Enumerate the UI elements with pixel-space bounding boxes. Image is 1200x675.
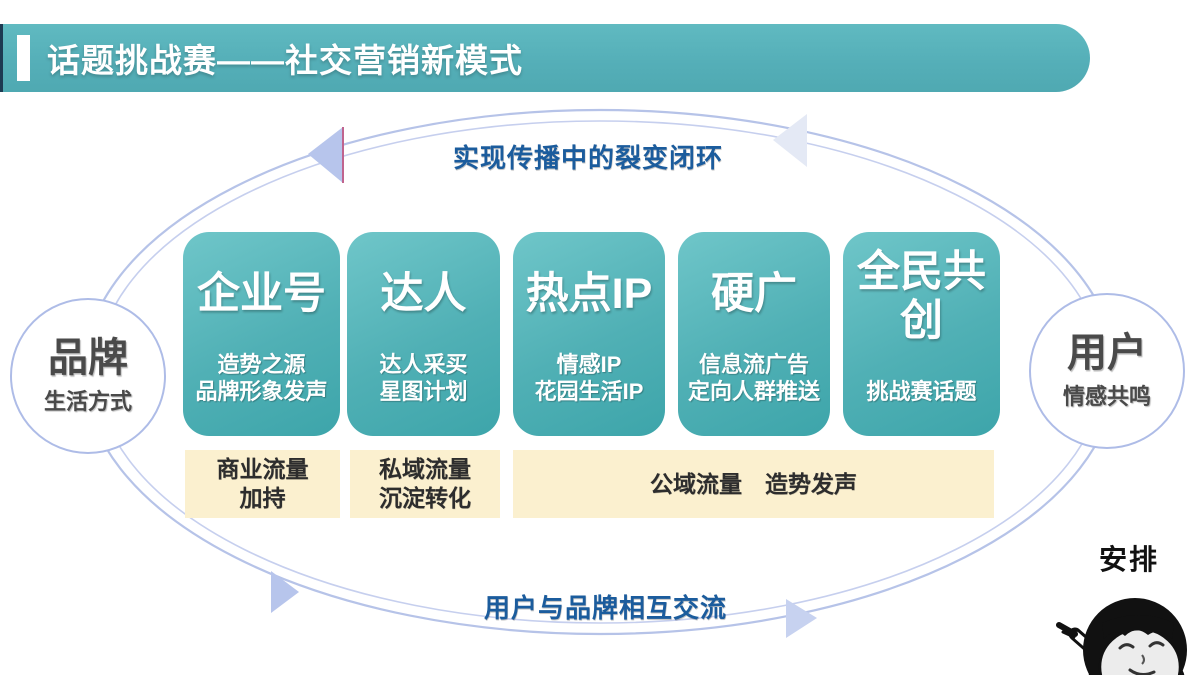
meme-caption: 安排 — [1099, 544, 1160, 575]
channel-title-wrap: 硬广 — [711, 238, 797, 352]
traffic-band-commercial: 商业流量 加持 — [185, 450, 340, 518]
channel-subtitle: 造势之源 品牌形象发声 — [195, 352, 327, 406]
channel-title-wrap: 热点IP — [526, 238, 653, 352]
brand-node-subtitle: 生活方式 — [43, 388, 132, 414]
channel-subtitle-line: 星图计划 — [379, 379, 468, 405]
channel-subtitle-line: 定向人群推送 — [687, 379, 820, 405]
channel-title: 硬广 — [711, 270, 797, 319]
user-node-subtitle: 情感共鸣 — [1062, 383, 1151, 409]
page-title: 话题挑战赛——社交营销新模式 — [47, 42, 523, 79]
channel-card-enterprise: 企业号 造势之源 品牌形象发声 — [183, 232, 340, 436]
channel-subtitle: 挑战赛话题 — [866, 379, 976, 406]
channel-subtitle-line: 造势之源 — [217, 352, 306, 378]
brand-node-title: 品牌 — [48, 335, 128, 380]
cycle-arrow-bottom-left-icon — [271, 571, 299, 613]
band-line: 加持 — [239, 485, 286, 511]
channel-subtitle-line: 信息流广告 — [698, 352, 809, 378]
header-accent-bar — [17, 35, 30, 81]
channel-card-hot-ip: 热点IP 情感IP 花园生活IP — [513, 232, 665, 436]
channel-subtitle-line: 品牌形象发声 — [195, 379, 328, 405]
channel-card-hard-ads: 硬广 信息流广告 定向人群推送 — [678, 232, 830, 436]
brand-node: 品牌 生活方式 — [10, 298, 166, 454]
meme-character-icon — [1056, 598, 1187, 675]
band-line: 私域流量 — [379, 456, 471, 483]
cycle-bottom-label: 用户与品牌相互交流 — [484, 593, 728, 623]
channel-subtitle-line: 花园生活IP — [534, 379, 644, 405]
cycle-arrow-bottom-right-icon — [786, 599, 817, 638]
cycle-arrow-top-right-icon — [773, 114, 807, 167]
channel-title: 达人 — [380, 270, 467, 319]
channel-subtitle: 信息流广告 定向人群推送 — [688, 352, 820, 406]
band-line: 商业流量 — [216, 456, 309, 483]
traffic-band-private: 私域流量 沉淀转化 — [350, 450, 500, 518]
traffic-band-public: 公域流量 造势发声 — [513, 450, 994, 518]
channel-subtitle: 达人采买 星图计划 — [379, 352, 467, 406]
cycle-top-label: 实现传播中的裂变闭环 — [453, 143, 724, 173]
user-node: 用户 情感共鸣 — [1029, 293, 1185, 449]
channel-title: 热点IP — [525, 270, 653, 319]
header: 话题挑战赛——社交营销新模式 — [0, 24, 1090, 92]
channel-title-wrap: 达人 — [381, 238, 467, 352]
channel-card-influencer: 达人 达人采买 星图计划 — [347, 232, 500, 436]
channel-title-wrap: 全民共创 — [847, 238, 996, 356]
band-line: 公域流量 造势发声 — [650, 470, 857, 497]
channel-title: 全民共创 — [857, 247, 986, 345]
user-node-title: 用户 — [1067, 330, 1147, 375]
channel-subtitle-line: 情感IP — [556, 352, 622, 378]
channel-subtitle-line: 挑战赛话题 — [866, 379, 977, 405]
cycle-arrow-top-left-icon — [308, 127, 343, 183]
channel-subtitle-line: 达人采买 — [379, 352, 468, 378]
channel-card-co-creation: 全民共创 挑战赛话题 — [843, 232, 1000, 436]
channel-title: 企业号 — [197, 270, 326, 319]
channel-title-wrap: 企业号 — [197, 238, 326, 352]
band-line: 沉淀转化 — [379, 485, 471, 511]
channel-subtitle: 情感IP 花园生活IP — [535, 352, 644, 406]
